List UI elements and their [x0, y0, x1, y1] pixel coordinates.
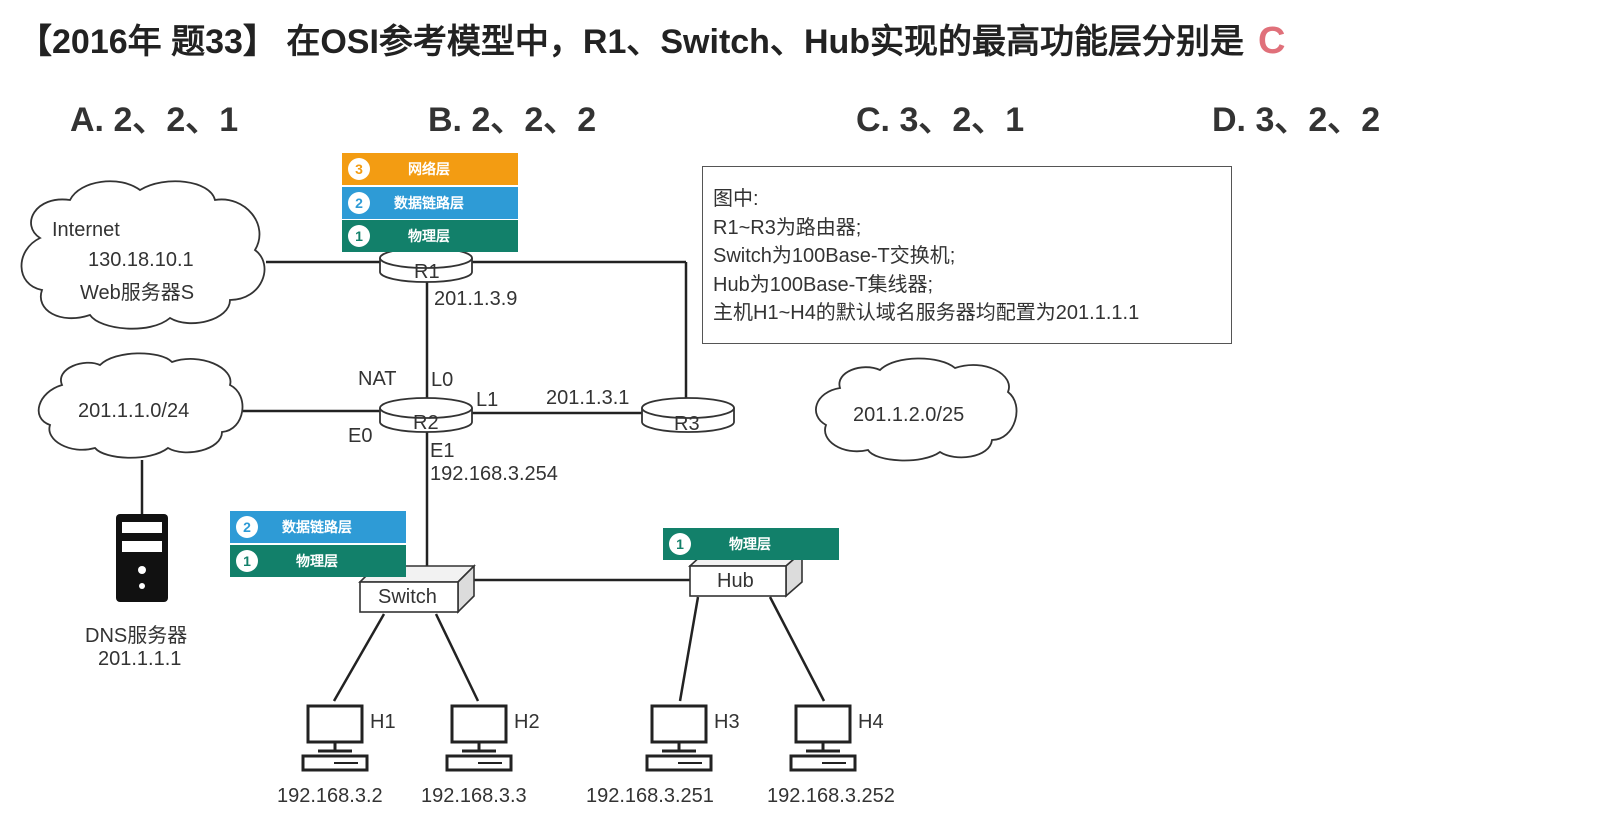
web-server-ip: 130.18.10.1 [88, 249, 194, 271]
layer-number: 2 [348, 192, 370, 214]
router-r3-label: R3 [674, 413, 700, 435]
host-h1-icon [301, 704, 369, 772]
nat-label: NAT [358, 368, 397, 390]
layer-name: 物理层 [296, 553, 338, 569]
note-line: R1~R3为路由器; [713, 216, 862, 239]
router-r1-label: R1 [414, 261, 440, 283]
link-switch-h1 [332, 613, 386, 702]
host-h4-icon [789, 704, 857, 772]
lan-cloud [37, 352, 244, 459]
link-hub-h3 [678, 596, 700, 702]
layer-number: 1 [669, 533, 691, 555]
host-h2-ip: 192.168.3.3 [421, 785, 527, 807]
answer-mark: C [1258, 20, 1286, 62]
link-switch-h2 [434, 613, 480, 702]
link-hub-h4 [768, 596, 826, 702]
r1-layer-1: 1 物理层 [342, 220, 518, 252]
layer-name: 网络层 [408, 161, 450, 177]
dns-server-ip: 201.1.1.1 [98, 648, 182, 670]
internet-label: Internet [52, 219, 120, 241]
router-r1-icon [379, 247, 473, 283]
layer-name: 数据链路层 [394, 195, 464, 211]
r3-subnet-label: 201.1.2.0/25 [853, 404, 965, 426]
e1-label: E1 [430, 440, 455, 462]
switch-label: Switch [378, 586, 437, 608]
web-server-label: Web服务器S [80, 282, 195, 304]
layer-name: 物理层 [408, 228, 450, 244]
router-r2-label: R2 [413, 412, 439, 434]
r1-layer-2: 2 数据链路层 [342, 187, 518, 219]
question-text: 【2016年 题33】 在OSI参考模型中，R1、Switch、Hub实现的最高… [18, 23, 1245, 61]
host-h1-label: H1 [370, 711, 396, 733]
e1-ip-label: 192.168.3.254 [430, 463, 558, 485]
internet-cloud [20, 180, 266, 330]
host-h3-ip: 192.168.3.251 [586, 785, 714, 807]
option-b: B. 2、2、2 [428, 101, 597, 139]
host-h4-ip: 192.168.3.252 [767, 785, 895, 807]
l1-label: L1 [476, 389, 499, 411]
r3-cloud [815, 357, 1018, 462]
question-title: 【2016年 题33】 在OSI参考模型中，R1、Switch、Hub实现的最高… [18, 14, 1578, 63]
host-h1-ip: 192.168.3.2 [277, 785, 383, 807]
router-r3-icon [641, 397, 735, 433]
note-line: 主机H1~H4的默认域名服务器均配置为201.1.1.1 [713, 302, 1140, 324]
host-h2-icon [445, 704, 513, 772]
r1-layer-3: 3 网络层 [342, 153, 518, 185]
note-line: 图中: [713, 188, 759, 210]
lan-subnet-label: 201.1.1.0/24 [78, 400, 190, 422]
layer-name: 数据链路层 [282, 519, 352, 535]
l0-label: L0 [431, 369, 454, 391]
note-line: Hub为100Base-T集线器; [713, 273, 934, 296]
layer-number: 3 [348, 158, 370, 180]
hub-layer-1: 1 物理层 [663, 528, 839, 560]
option-a: A. 2、2、1 [70, 101, 239, 139]
option-d: D. 3、2、2 [1212, 101, 1381, 139]
layer-number: 1 [348, 225, 370, 247]
layer-name: 物理层 [729, 536, 771, 552]
e0-label: E0 [348, 425, 373, 447]
layer-number: 2 [236, 516, 258, 538]
note-box: 图中: R1~R3为路由器; Switch为100Base-T交换机; Hub为… [702, 166, 1232, 344]
host-h4-label: H4 [858, 711, 884, 733]
router-r2-icon [379, 397, 473, 433]
host-h2-label: H2 [514, 711, 540, 733]
switch-layer-2: 2 数据链路层 [230, 511, 406, 543]
host-h3-icon [645, 704, 713, 772]
switch-layer-1: 1 物理层 [230, 545, 406, 577]
switch-icon [358, 564, 476, 614]
dns-server-label: DNS服务器 [85, 625, 188, 647]
dns-server-icon [116, 514, 168, 602]
r1-ip-label: 201.1.3.9 [434, 288, 518, 310]
r3-ip-label: 201.1.3.1 [546, 387, 630, 409]
note-line: Switch为100Base-T交换机; [713, 245, 956, 267]
layer-number: 1 [236, 550, 258, 572]
option-c: C. 3、2、1 [856, 101, 1025, 139]
host-h3-label: H3 [714, 711, 740, 733]
hub-label: Hub [717, 570, 754, 592]
